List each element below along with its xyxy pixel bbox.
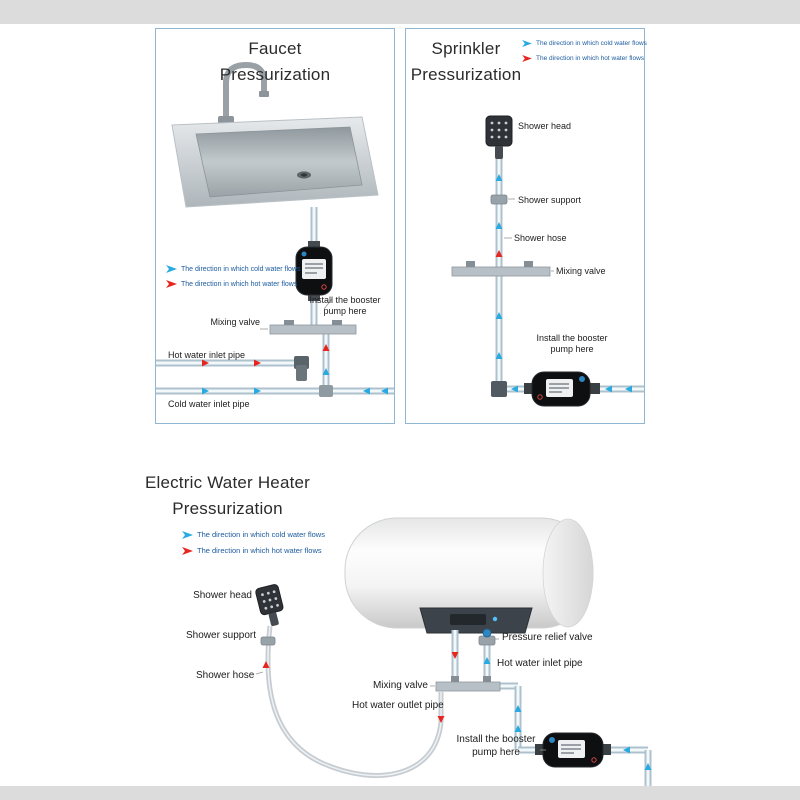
- install-pump-label: Install the booster pump here: [530, 333, 614, 356]
- flow-arrows: [495, 174, 632, 393]
- booster-pump: [535, 732, 611, 768]
- legend-cold-text: The direction in which cold water flows: [197, 530, 325, 539]
- heater-title-line2: Pressurization: [172, 499, 283, 519]
- install-pump-label: Install the booster pump here: [298, 295, 392, 318]
- faucet-panel: Faucet Pressurization: [155, 28, 395, 424]
- legend-cold-text: The direction in which cold water flows: [181, 265, 301, 273]
- install-pump-line1: Install the booster: [309, 295, 381, 305]
- cold-inlet-label: Cold water inlet pipe: [168, 399, 250, 409]
- mixing-valve-bar: [451, 261, 551, 277]
- cold-arrow-icon: [522, 40, 532, 47]
- heater-title-line1: Electric Water Heater: [144, 473, 311, 492]
- faucet-title-line1: Faucet: [248, 39, 302, 58]
- legend-hot: The direction in which hot water flows: [522, 55, 644, 62]
- install-pump-line2: pump here: [550, 344, 594, 355]
- hot-outlet-label: Hot water outlet pipe: [352, 700, 444, 711]
- cold-arrow-icon: [182, 530, 193, 539]
- top-border-strip: [0, 0, 800, 24]
- legend-hot-text: The direction in which hot water flows: [181, 280, 298, 288]
- flow-arrows: [202, 344, 388, 395]
- faucet-title-line2: Pressurization: [219, 65, 331, 85]
- legend-hot: The direction in which hot water flows: [166, 280, 297, 288]
- pipe-elbow: [491, 381, 507, 397]
- faucet-diagram: [156, 61, 394, 397]
- legend-hot-text: The direction in which hot water flows: [197, 546, 322, 555]
- legend-cold: The direction in which cold water flows: [522, 40, 647, 47]
- hot-arrow-icon: [182, 546, 193, 555]
- heater-diagram: [255, 517, 652, 786]
- hot-arrow-icon: [522, 55, 532, 62]
- mixing-valve-label: Mixing valve: [210, 317, 260, 327]
- flow-arrows: [262, 652, 652, 770]
- leader-line: [255, 671, 264, 675]
- bottom-border-strip: [0, 786, 800, 800]
- shower-support-label: Shower support: [186, 630, 257, 641]
- pipe-tee: [319, 385, 333, 397]
- heater-section-title: Electric Water Heater Pressurization: [120, 470, 335, 523]
- shower-hose-label: Shower hose: [514, 233, 567, 243]
- shower-head-label: Shower head: [193, 590, 252, 601]
- shower-hose-label: Shower hose: [196, 670, 255, 681]
- pressure-relief-valve-icon: [478, 628, 496, 646]
- legend-cold-text: The direction in which cold water flows: [536, 40, 647, 47]
- water-heater-tank: [344, 517, 594, 634]
- install-pump-line1: Install the booster: [536, 333, 608, 343]
- sprinkler-panel-title: Sprinkler Pressurization: [410, 36, 522, 89]
- legend-cold: The direction in which cold water flows: [182, 530, 325, 539]
- leader-line: [323, 298, 333, 310]
- mixing-valve-bar: [269, 320, 357, 335]
- faucet-panel-title: Faucet Pressurization: [156, 36, 394, 89]
- install-pump-line1: Install the booster: [456, 734, 536, 745]
- sprinkler-diagram: [451, 115, 644, 407]
- cold-arrow-icon: [166, 265, 177, 273]
- hot-inlet-label: Hot water inlet pipe: [168, 350, 246, 360]
- install-pump-line2: pump here: [323, 306, 367, 317]
- shower-head-icon: [485, 115, 513, 159]
- sprinkler-title-line2: Pressurization: [410, 65, 522, 85]
- booster-pump: [524, 371, 600, 407]
- pressure-relief-label: Pressure relief valve: [502, 632, 593, 643]
- shower-head-label: Shower head: [518, 121, 572, 131]
- kitchen-sink: [171, 116, 379, 208]
- shower-hose-highlight: [267, 625, 442, 777]
- heater-section: Electric Water Heater Pressurization The…: [0, 460, 800, 786]
- shower-support-label: Shower support: [518, 195, 582, 205]
- hot-arrow-icon: [166, 280, 177, 288]
- shower-support-bracket: [260, 636, 276, 646]
- mixing-valve-label: Mixing valve: [556, 266, 606, 276]
- install-pump-line2: pump here: [472, 746, 520, 758]
- mixing-valve-label: Mixing valve: [372, 680, 428, 691]
- sprinkler-title-line1: Sprinkler: [431, 39, 501, 58]
- shower-support-bracket: [490, 194, 508, 205]
- legend-hot-text: The direction in which hot water flows: [536, 55, 645, 62]
- shower-head-icon: [255, 584, 284, 627]
- legend-cold: The direction in which cold water flows: [166, 265, 300, 273]
- mixing-valve-bar: [435, 676, 501, 692]
- install-pump-label: Install the booster pump here: [450, 734, 542, 759]
- booster-pump: [295, 241, 333, 301]
- hot-inlet-label: Hot water inlet pipe: [497, 658, 583, 669]
- legend-hot: The direction in which hot water flows: [182, 546, 322, 555]
- sprinkler-panel: Sprinkler Pressurization The direction i…: [405, 28, 647, 424]
